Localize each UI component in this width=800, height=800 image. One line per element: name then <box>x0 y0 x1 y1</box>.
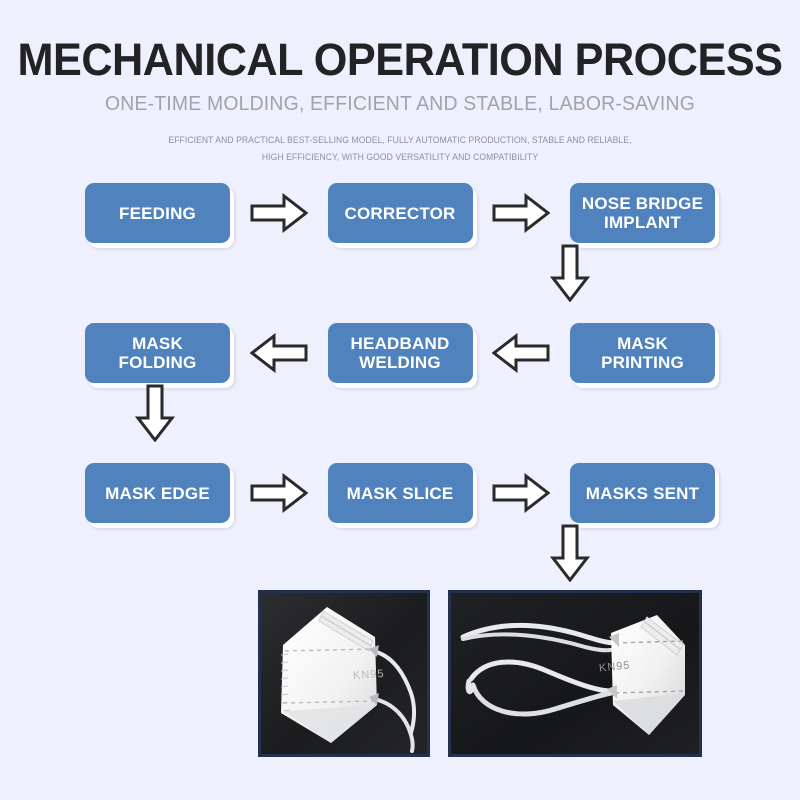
caption-line-1: EFFICIENT AND PRACTICAL BEST-SELLING MOD… <box>168 135 632 146</box>
page-subtitle: ONE-TIME MOLDING, EFFICIENT AND STABLE, … <box>104 93 696 116</box>
page-header: MECHANICAL OPERATION PROCESS ONE-TIME MO… <box>0 0 800 166</box>
flow-node-nose-bridge-implant[interactable]: NOSE BRIDGE IMPLANT <box>570 183 715 244</box>
flow-row-3: MASK EDGE MASK SLICE MASKS SENT <box>85 462 715 524</box>
kn95-mask-front-illustration <box>261 593 427 754</box>
product-photo-kn95-side[interactable]: KN95 <box>448 590 702 757</box>
page-title: MECHANICAL OPERATION PROCESS <box>17 34 783 85</box>
arrow-left-icon <box>249 333 308 374</box>
product-photo-kn95-front[interactable]: KN95 <box>258 590 430 757</box>
arrow-left-icon <box>492 333 550 374</box>
arrow-down-icon <box>550 244 590 303</box>
process-flow-diagram: FEEDING CORRECTOR NOSE BRIDGE IMPLANT MA… <box>85 182 715 583</box>
arrow-right-icon <box>492 193 551 234</box>
flow-node-mask-edge[interactable]: MASK EDGE <box>85 463 230 524</box>
flow-node-mask-slice[interactable]: MASK SLICE <box>327 463 473 524</box>
flow-node-headband-welding[interactable]: HEADBAND WELDING <box>327 323 473 384</box>
arrow-down-icon <box>135 384 175 443</box>
flow-node-feeding[interactable]: FEEDING <box>85 183 230 244</box>
flow-row-2: MASK FOLDING HEADBAND WELDING MASK PRINT… <box>85 322 715 384</box>
arrow-down-icon <box>550 524 590 583</box>
product-photo-gallery: KN95 <box>258 590 702 757</box>
kn95-mask-side-illustration <box>451 593 699 754</box>
arrow-right-icon <box>492 473 551 514</box>
arrow-right-icon <box>250 473 308 514</box>
caption-line-2: HIGH EFFICIENCY, WITH GOOD VERSATILITY A… <box>261 152 539 163</box>
flow-node-mask-printing[interactable]: MASK PRINTING <box>570 323 715 384</box>
arrow-right-icon <box>250 193 308 234</box>
caption-block: EFFICIENT AND PRACTICAL BEST-SELLING MOD… <box>20 132 780 166</box>
flow-node-mask-folding[interactable]: MASK FOLDING <box>85 323 230 384</box>
flow-node-corrector[interactable]: CORRECTOR <box>327 183 473 244</box>
flow-node-masks-sent[interactable]: MASKS SENT <box>570 463 715 524</box>
flow-row-1: FEEDING CORRECTOR NOSE BRIDGE IMPLANT <box>85 182 715 244</box>
